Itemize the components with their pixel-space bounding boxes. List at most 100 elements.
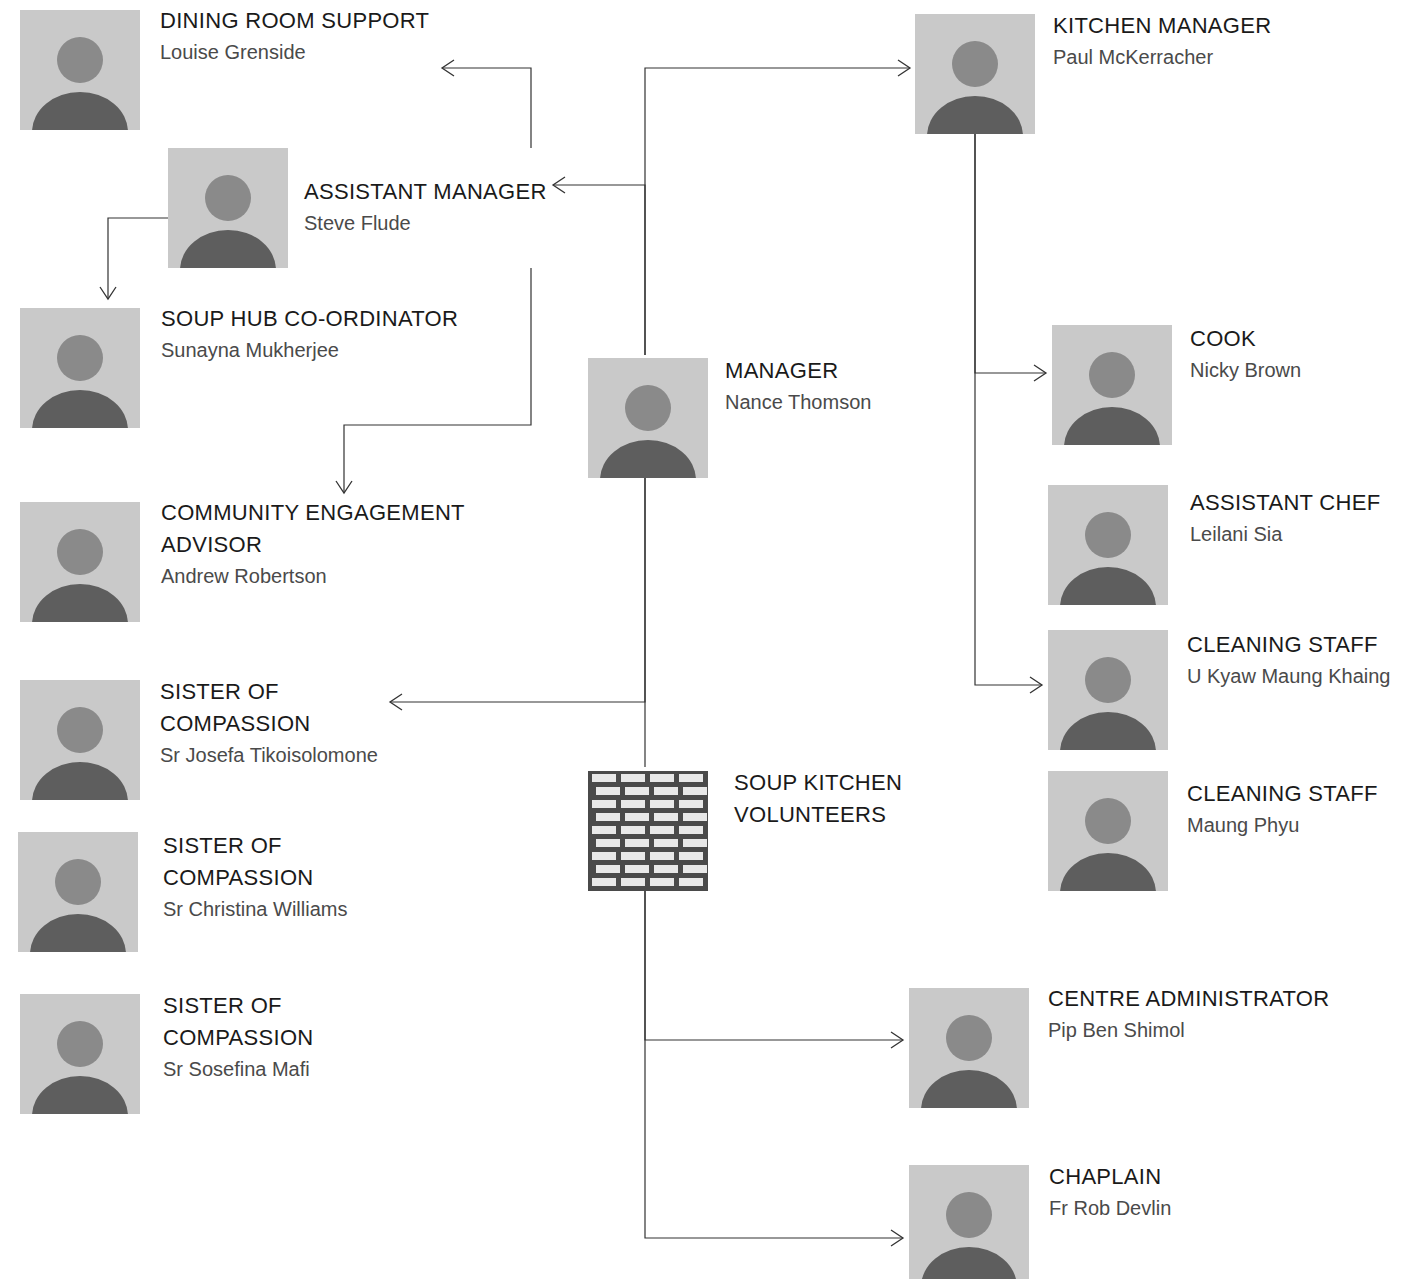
portrait-shoulders bbox=[180, 230, 276, 268]
photo-illustration bbox=[1048, 630, 1168, 750]
portrait-head bbox=[1085, 798, 1131, 844]
name-tag bbox=[621, 826, 645, 834]
portrait-head bbox=[1089, 352, 1135, 398]
name-tag bbox=[592, 800, 616, 808]
name-tag bbox=[679, 852, 703, 860]
reporting-line bbox=[442, 68, 531, 148]
photo-illustration bbox=[909, 988, 1029, 1108]
name-tag bbox=[650, 878, 674, 886]
name-tag bbox=[650, 800, 674, 808]
photo-illustration bbox=[1048, 771, 1168, 891]
role-title: SISTER OF COMPASSION bbox=[163, 990, 383, 1054]
role-title: MANAGER bbox=[725, 355, 871, 387]
caption-block: KITCHEN MANAGERPaul McKerracher bbox=[1053, 10, 1271, 72]
role-title: SOUP HUB CO-ORDINATOR bbox=[161, 303, 458, 335]
person-name: Pip Ben Shimol bbox=[1048, 1015, 1329, 1045]
reporting-line bbox=[645, 891, 903, 1238]
name-tag bbox=[650, 826, 674, 834]
portrait-shoulders bbox=[927, 96, 1023, 134]
portrait-shoulders bbox=[1060, 853, 1156, 891]
role-title: DINING ROOM SUPPORT bbox=[160, 5, 429, 37]
portrait-photo bbox=[588, 771, 708, 891]
role-title: ASSISTANT MANAGER bbox=[304, 176, 547, 208]
role-title: CENTRE ADMINISTRATOR bbox=[1048, 983, 1329, 1015]
reporting-line bbox=[108, 218, 168, 299]
photo-illustration bbox=[909, 1165, 1029, 1279]
person-name: Leilani Sia bbox=[1190, 519, 1380, 549]
portrait-photo bbox=[915, 14, 1035, 134]
org-member: SOUP KITCHEN VOLUNTEERS bbox=[588, 767, 964, 891]
name-tag bbox=[650, 852, 674, 860]
portrait-head bbox=[946, 1015, 992, 1061]
name-tag bbox=[654, 839, 678, 847]
name-tag bbox=[592, 774, 616, 782]
name-tag bbox=[654, 787, 678, 795]
photo-illustration bbox=[18, 832, 138, 952]
name-tag bbox=[679, 878, 703, 886]
portrait-head bbox=[946, 1192, 992, 1238]
role-title: CHAPLAIN bbox=[1049, 1161, 1171, 1193]
photo-illustration bbox=[20, 502, 140, 622]
role-title: SOUP KITCHEN VOLUNTEERS bbox=[734, 767, 964, 831]
person-name: Fr Rob Devlin bbox=[1049, 1193, 1171, 1223]
caption-block: ASSISTANT MANAGERSteve Flude bbox=[304, 176, 547, 238]
name-tag bbox=[650, 774, 674, 782]
name-tag bbox=[654, 865, 678, 873]
person-name: Louise Grenside bbox=[160, 37, 429, 67]
name-tag bbox=[683, 839, 707, 847]
reporting-line bbox=[975, 134, 1042, 685]
caption-block: SOUP HUB CO-ORDINATORSunayna Mukherjee bbox=[161, 303, 458, 365]
org-member: KITCHEN MANAGERPaul McKerracher bbox=[915, 10, 1272, 134]
name-tag bbox=[679, 800, 703, 808]
portrait-head bbox=[952, 41, 998, 87]
portrait-photo bbox=[20, 502, 140, 622]
portrait-shoulders bbox=[32, 584, 128, 622]
reporting-line bbox=[645, 891, 903, 1040]
name-tag bbox=[679, 826, 703, 834]
name-tag bbox=[596, 813, 620, 821]
org-member: SISTER OF COMPASSIONSr Christina William… bbox=[18, 830, 383, 952]
portrait-photo bbox=[909, 1165, 1029, 1279]
portrait-shoulders bbox=[32, 390, 128, 428]
name-tag bbox=[683, 865, 707, 873]
org-member: CENTRE ADMINISTRATORPip Ben Shimol bbox=[909, 983, 1330, 1108]
caption-block: COMMUNITY ENGAGEMENT ADVISORAndrew Rober… bbox=[161, 497, 541, 591]
name-tag bbox=[592, 878, 616, 886]
name-tag bbox=[625, 813, 649, 821]
reporting-line bbox=[644, 478, 645, 767]
name-tag bbox=[625, 865, 649, 873]
caption-block: CLEANING STAFFMaung Phyu bbox=[1187, 778, 1378, 840]
person-name: Paul McKerracher bbox=[1053, 42, 1271, 72]
caption-block: SOUP KITCHEN VOLUNTEERS bbox=[734, 767, 964, 831]
name-tag bbox=[596, 865, 620, 873]
portrait-photo bbox=[20, 994, 140, 1114]
role-title: CLEANING STAFF bbox=[1187, 629, 1390, 661]
portrait-photo bbox=[1048, 771, 1168, 891]
portrait-shoulders bbox=[32, 762, 128, 800]
portrait-shoulders bbox=[32, 92, 128, 130]
name-tag bbox=[683, 787, 707, 795]
portrait-shoulders bbox=[921, 1070, 1017, 1108]
photo-ground bbox=[588, 771, 708, 891]
org-member: MANAGERNance Thomson bbox=[588, 355, 872, 478]
photo-illustration bbox=[588, 358, 708, 478]
name-tag bbox=[683, 813, 707, 821]
role-title: COOK bbox=[1190, 323, 1301, 355]
org-member: COMMUNITY ENGAGEMENT ADVISORAndrew Rober… bbox=[20, 497, 541, 622]
name-tag bbox=[592, 826, 616, 834]
org-member: COOKNicky Brown bbox=[1052, 323, 1302, 445]
reporting-line bbox=[553, 185, 645, 355]
photo-illustration bbox=[168, 148, 288, 268]
person-name: Nance Thomson bbox=[725, 387, 871, 417]
portrait-shoulders bbox=[32, 1076, 128, 1114]
caption-block: SISTER OF COMPASSIONSr Josefa Tikoisolom… bbox=[160, 676, 380, 770]
portrait-head bbox=[57, 707, 103, 753]
org-member: DINING ROOM SUPPORTLouise Grenside bbox=[20, 5, 430, 130]
role-title: SISTER OF COMPASSION bbox=[163, 830, 383, 894]
name-tag bbox=[625, 839, 649, 847]
person-name: Sr Josefa Tikoisolomone bbox=[160, 740, 380, 770]
portrait-shoulders bbox=[1060, 567, 1156, 605]
person-name: Sr Sosefina Mafi bbox=[163, 1054, 383, 1084]
caption-block: SISTER OF COMPASSIONSr Sosefina Mafi bbox=[163, 990, 383, 1084]
